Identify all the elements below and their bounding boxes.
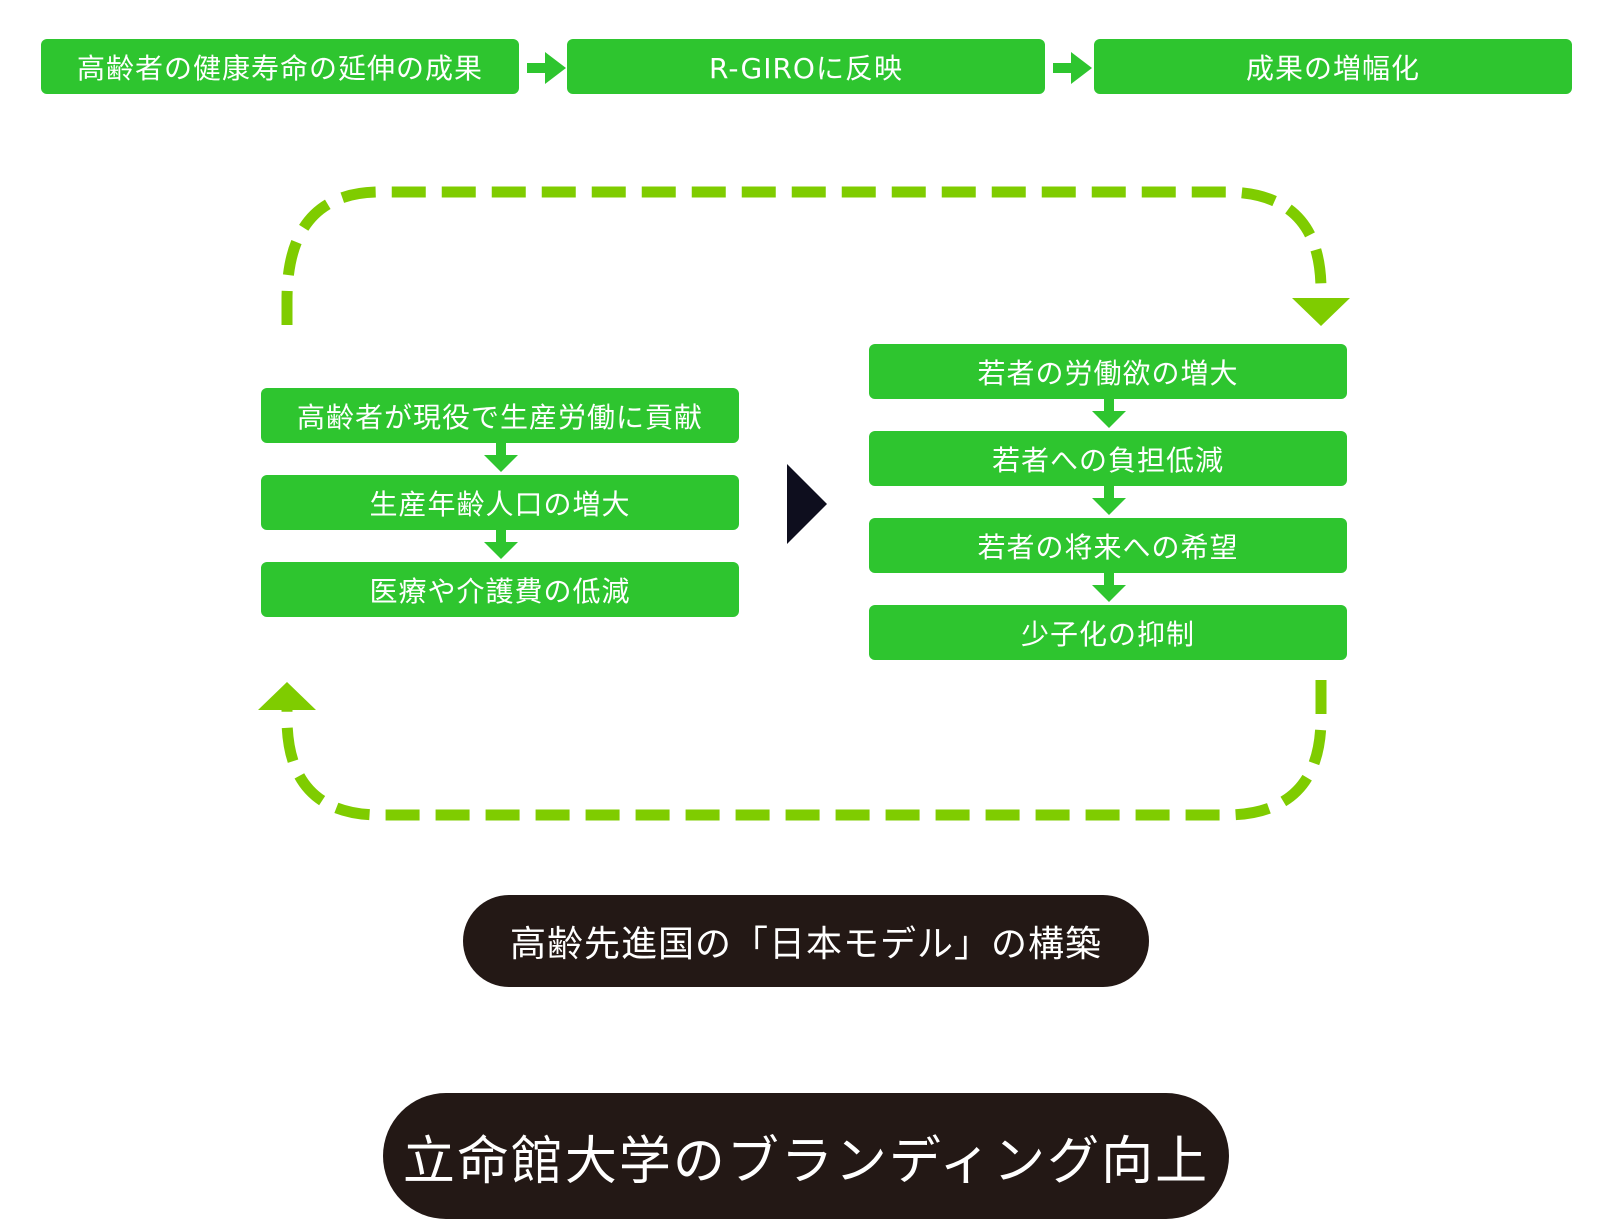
left-step-3: 医療や介護費の低減 [261,562,739,617]
top-flow-step-2: R-GIROに反映 [567,39,1045,94]
right-step-4-label: 少子化の抑制 [1020,617,1195,651]
chevron-right-icon [787,464,827,544]
left-step-3-label: 医療や介護費の低減 [369,574,631,608]
right-arrow-2 [1092,486,1126,515]
right-step-2: 若者への負担低減 [869,431,1347,486]
top-flow-step-1: 高齢者の健康寿命の延伸の成果 [41,39,519,94]
right-step-2-label: 若者への負担低減 [991,443,1224,477]
right-arrow-1 [1092,399,1126,428]
top-flow-arrow-2 [1053,52,1092,84]
right-step-3-label: 若者の将来への希望 [977,530,1239,564]
left-arrow-1 [484,443,518,472]
cycle-loop-top [281,186,1327,325]
cycle-arrowhead-up [258,682,316,710]
right-step-4: 少子化の抑制 [869,605,1347,660]
left-step-2-label: 生産年齢人口の増大 [369,487,631,521]
right-step-1-label: 若者の労働欲の増大 [977,356,1239,390]
top-flow-step-1-label: 高齢者の健康寿命の延伸の成果 [76,51,483,85]
top-flow-arrow-1 [527,52,566,84]
branding-pill: 立命館大学のブランディング向上 [383,1093,1229,1219]
top-flow-step-3-label: 成果の増幅化 [1245,51,1420,85]
left-step-2: 生産年齢人口の増大 [261,475,739,530]
right-step-3: 若者の将来への希望 [869,518,1347,573]
right-step-1: 若者の労働欲の増大 [869,344,1347,399]
right-arrow-3 [1092,573,1126,602]
top-flow-step-2-label: R-GIROに反映 [709,51,903,85]
cycle-loop-bottom [281,680,1327,821]
left-step-1-label: 高齢者が現役で生産労働に貢献 [296,400,703,434]
cycle-arrowhead-down [1292,298,1350,326]
japan-model-pill: 高齢先進国の「日本モデル」の構築 [463,895,1149,987]
left-arrow-2 [484,530,518,559]
branding-pill-label: 立命館大学のブランディング向上 [402,1131,1210,1192]
left-step-1: 高齢者が現役で生産労働に貢献 [261,388,739,443]
japan-model-pill-label: 高齢先進国の「日本モデル」の構築 [509,924,1102,965]
top-flow-step-3: 成果の増幅化 [1094,39,1572,94]
